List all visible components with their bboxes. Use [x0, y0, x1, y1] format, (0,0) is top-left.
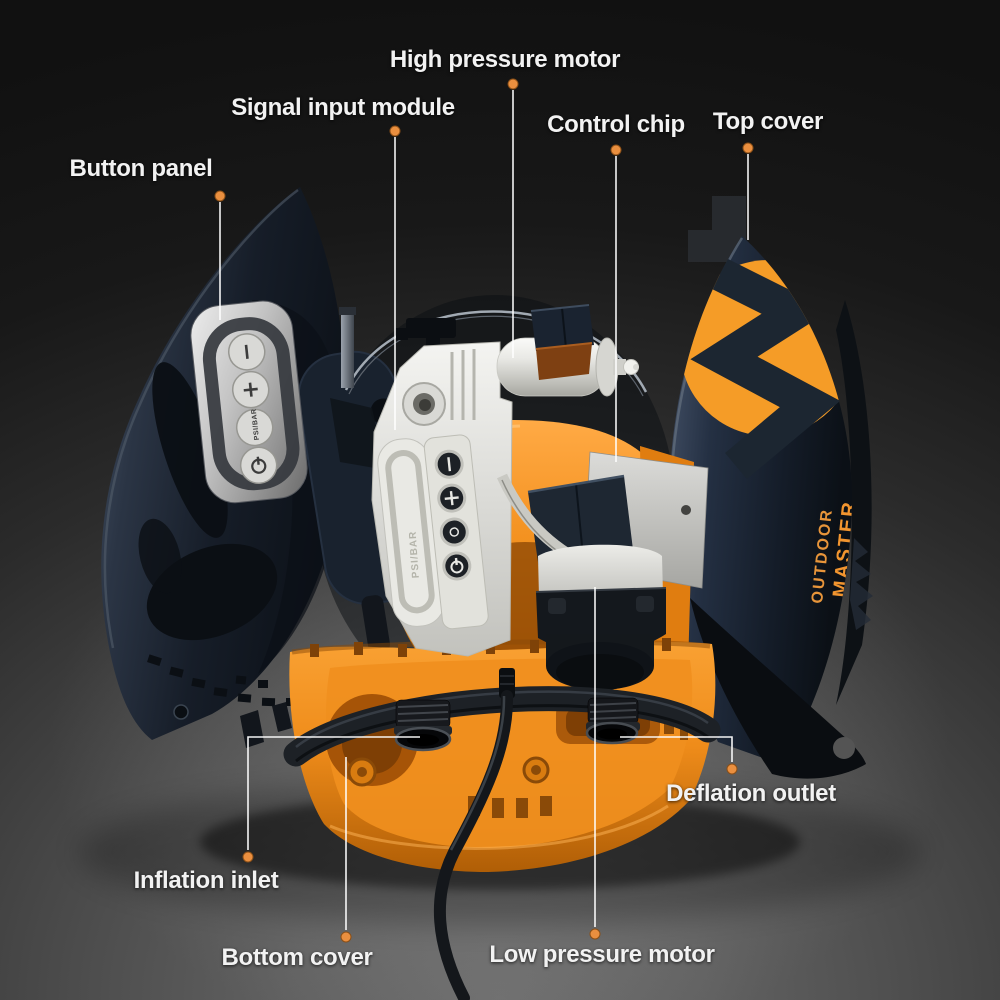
- label-top-cover: Top cover: [712, 108, 824, 135]
- top-cover-flange-hole: [833, 737, 855, 759]
- label-bottom-cover: Bottom cover: [221, 944, 373, 971]
- power-icon: [251, 456, 267, 474]
- top-cover-bottom-flange: [690, 598, 866, 779]
- label-low-pressure-motor: Low pressure motor: [489, 941, 715, 968]
- button-panel-part: PSI/BAR: [190, 300, 308, 504]
- top-cover-serrated-edge: [850, 538, 873, 630]
- brand-logo-zigzag: [669, 236, 841, 480]
- label-high-pressure-motor: High pressure motor: [389, 46, 621, 73]
- front-cover-cutout-1: [152, 362, 228, 538]
- mid-dark-bracket: [330, 398, 386, 470]
- label-button-panel: Button panel: [69, 155, 213, 182]
- leader-inflation-inlet: [247, 736, 420, 850]
- inflation-inlet-part: [394, 699, 452, 752]
- molded-unit-marking: PSI/BAR: [408, 530, 422, 578]
- front-cover-screw-hole: [173, 704, 189, 720]
- top-cover-back-fin: [836, 300, 872, 705]
- leader-deflation-outlet: [620, 736, 733, 762]
- power-cable: [433, 668, 515, 1000]
- front-cover-bottom-tab: [240, 710, 264, 748]
- label-inflation-inlet: Inflation inlet: [133, 867, 279, 894]
- power-button: [239, 446, 278, 484]
- plus-icon: [243, 382, 258, 397]
- pump-assembly: PSI/BAR: [339, 304, 709, 690]
- callout-leaders: [219, 90, 749, 930]
- callout-dots: [214, 78, 754, 943]
- minus-icon: [244, 344, 249, 359]
- tact-buttons: [434, 449, 472, 581]
- panel-buttons: PSI/BAR: [228, 333, 278, 484]
- front-cover-bottom-tab2: [272, 702, 292, 732]
- copper-bracket: [536, 343, 592, 380]
- front-cover-rim-highlight: [103, 188, 299, 649]
- low-pressure-motor-part: [535, 544, 667, 690]
- unit-button-label: PSI/BAR: [251, 408, 261, 440]
- label-deflation-outlet: Deflation outlet: [666, 780, 836, 807]
- label-signal-input-module: Signal input module: [231, 94, 455, 121]
- unit-button: [235, 408, 274, 447]
- top-cover-part: OUTDOOR MASTER: [669, 196, 873, 779]
- label-control-chip: Control chip: [547, 111, 685, 138]
- signal-input-module-part: PSI/BAR: [377, 434, 489, 630]
- deflation-outlet-part: [585, 697, 640, 745]
- capacitor-blocks: [530, 304, 594, 380]
- front-cover-cutout-3: [138, 518, 182, 594]
- top-cover-back-step: [688, 196, 746, 262]
- standoff-post-left: [341, 312, 354, 388]
